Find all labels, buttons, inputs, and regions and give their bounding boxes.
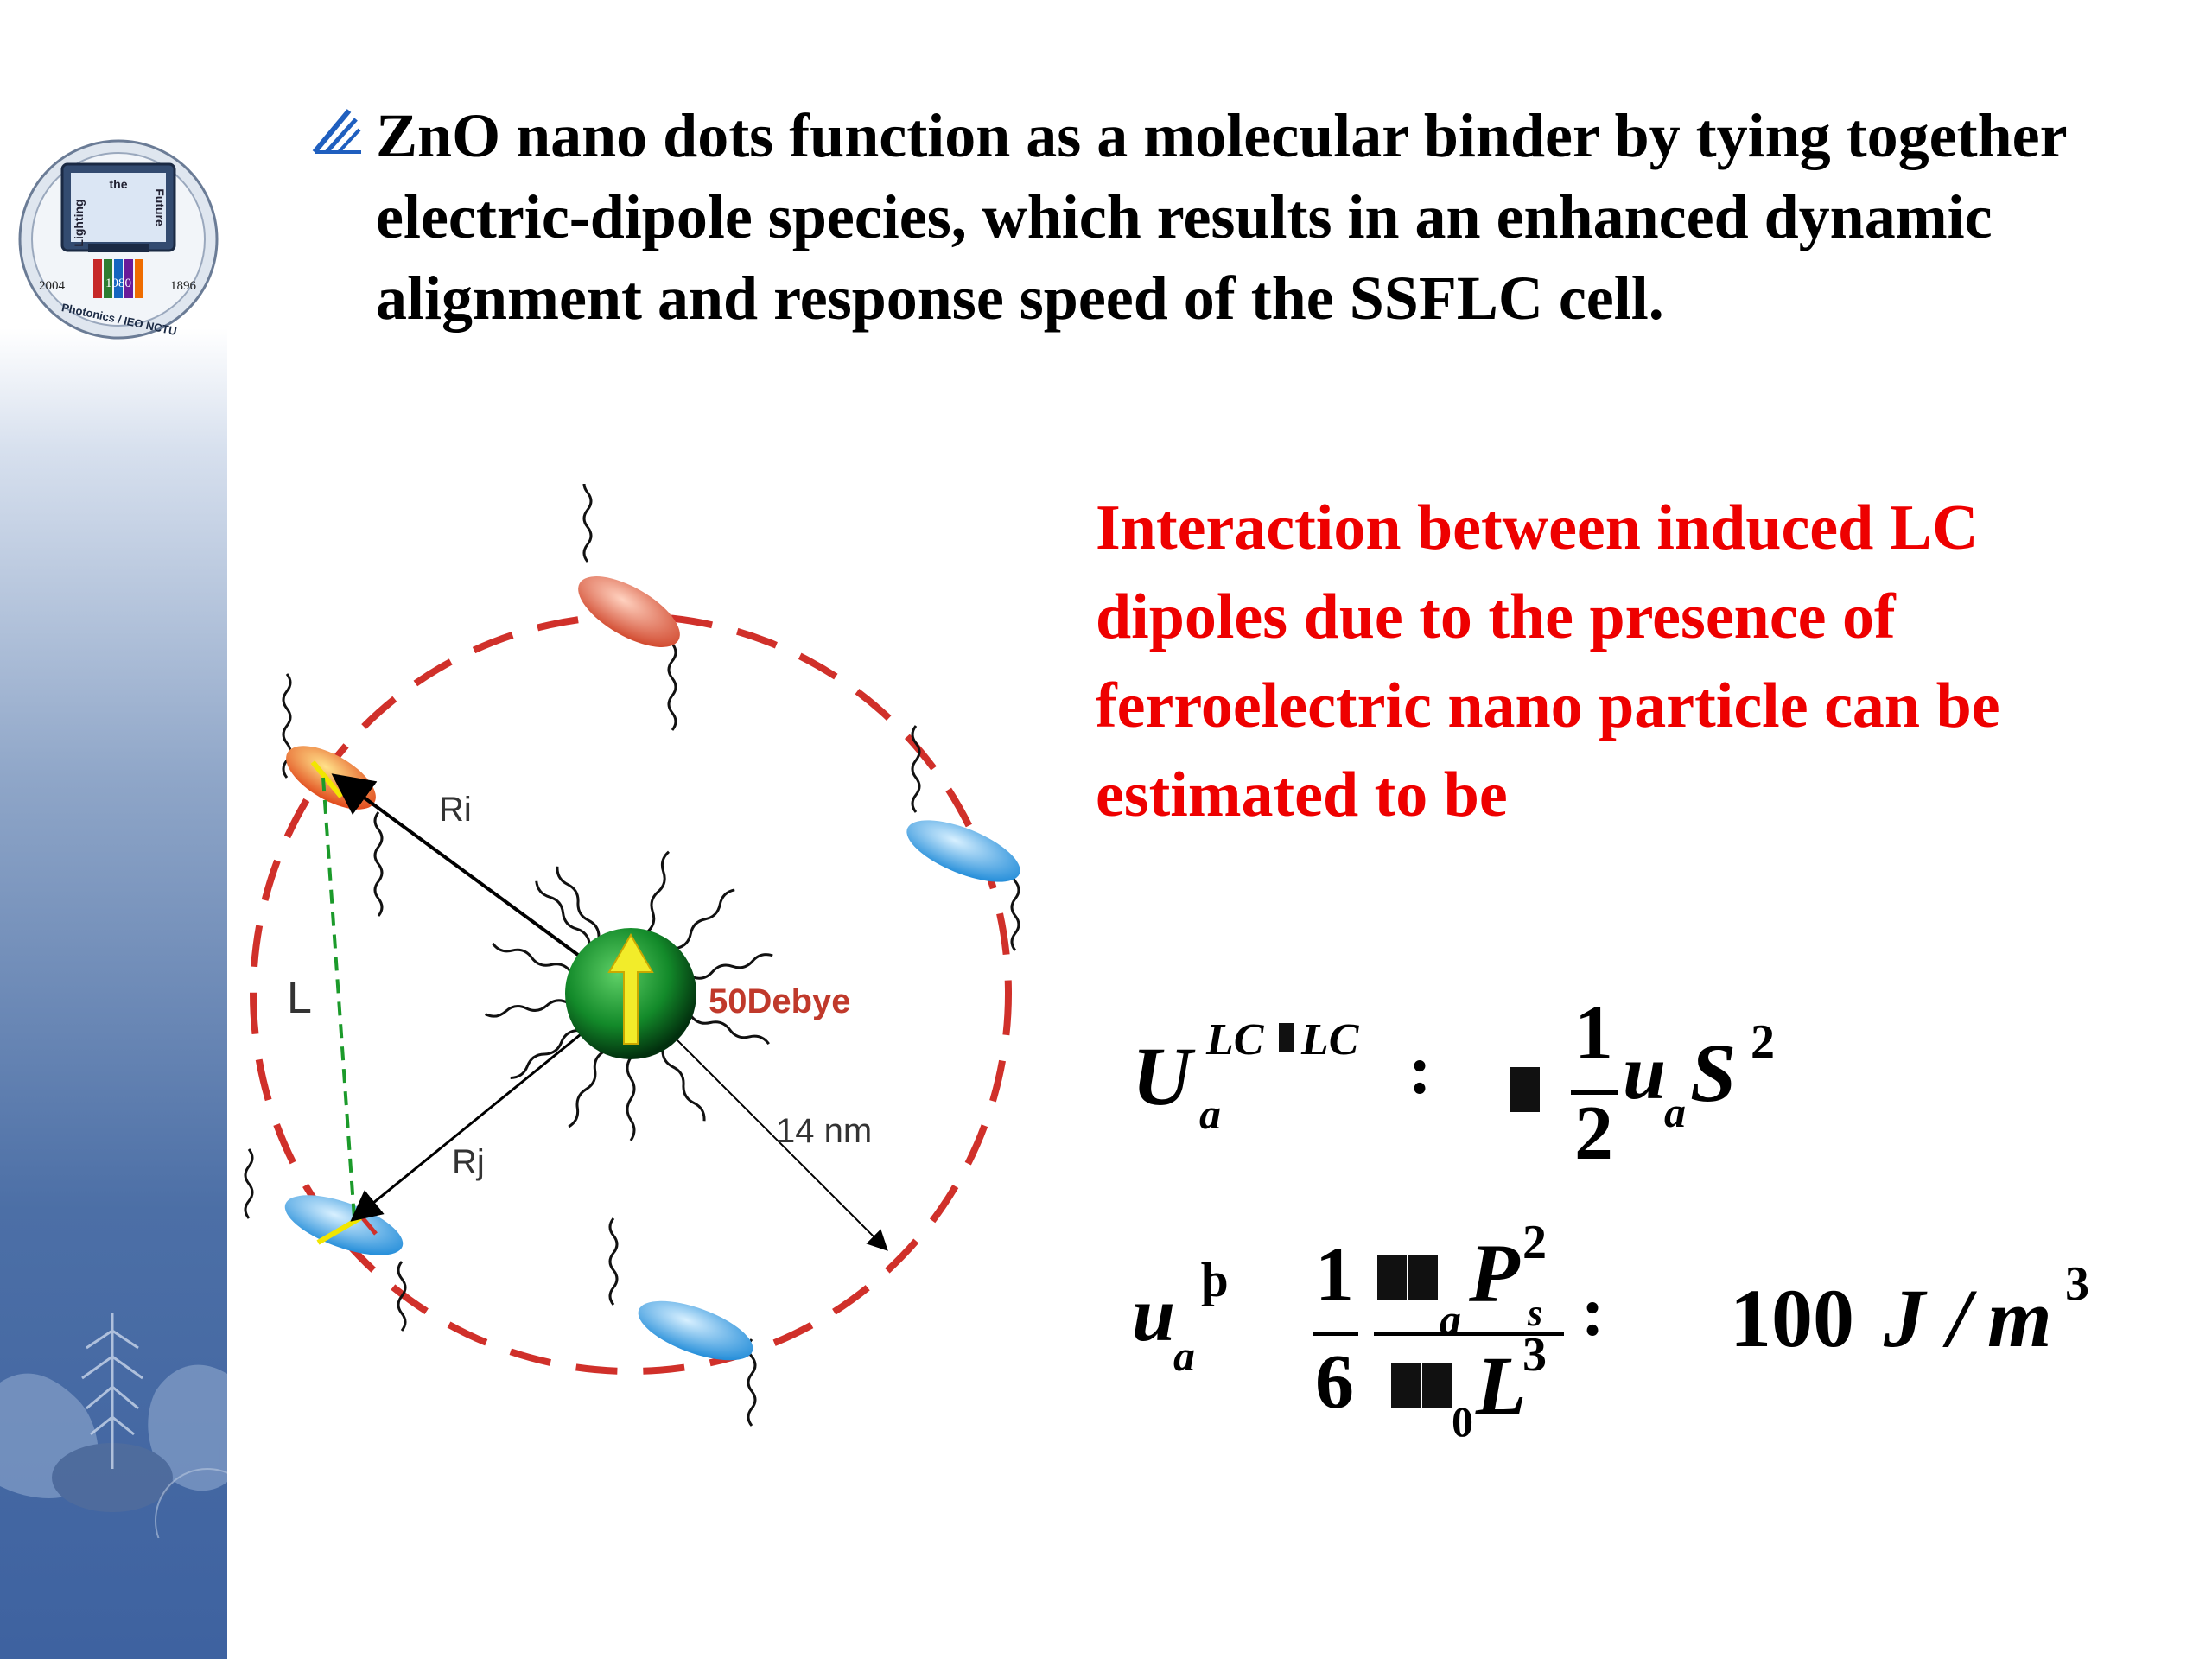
- svg-text:1980: 1980: [105, 276, 131, 290]
- equation-lc-interaction: U a LC LC : 1 2 u a S 2: [1132, 990, 1775, 1176]
- slash-bullet-icon: [312, 109, 361, 154]
- l-distance-line: [321, 777, 356, 1219]
- lc-molecule-top: [578, 576, 680, 647]
- missing-glyph-box: [1377, 1255, 1407, 1300]
- lc-molecule-tails: [244, 484, 1020, 1427]
- missing-glyph-box: [1422, 1363, 1452, 1408]
- svg-text:Lighting: Lighting: [72, 199, 86, 246]
- hands-plant-image: [0, 1313, 227, 1538]
- missing-glyph-box: [1510, 1067, 1540, 1112]
- svg-text:1896: 1896: [170, 279, 197, 293]
- lc-molecule-bottom: [638, 1300, 753, 1361]
- label-l: L: [287, 973, 312, 1023]
- interaction-description: Interaction between induced LC dipoles d…: [1096, 493, 2000, 830]
- missing-glyph-box: [1391, 1363, 1421, 1408]
- label-rj: Rj: [452, 1143, 485, 1181]
- nctu-photonics-logo: the Lighting Future 2004 1980 1896 Photo…: [18, 139, 219, 340]
- missing-glyph-box: [1408, 1255, 1438, 1300]
- equation-ua-estimate: u a þ 1 6 a P 2 s 0 L 3 : 100 J / m 3: [1132, 1216, 2089, 1446]
- svg-text:the: the: [110, 177, 128, 191]
- lc-molecule-right: [906, 820, 1020, 882]
- lc-molecule-left-top: [286, 746, 376, 810]
- missing-glyph-box: [1279, 1023, 1294, 1052]
- label-radius: 14 nm: [776, 1112, 872, 1150]
- label-ri: Ri: [439, 791, 472, 829]
- label-debye: 50Debye: [709, 982, 851, 1020]
- dipole-arrow-icon: [607, 933, 654, 1045]
- slide-heading: ZnO nano dots function as a molecular bi…: [376, 101, 2067, 333]
- svg-text:2004: 2004: [39, 279, 66, 293]
- svg-text:Future: Future: [153, 188, 167, 226]
- nanoparticle-dipole-diagram: Ri Rj L 50Debye 14 nm: [244, 484, 1020, 1427]
